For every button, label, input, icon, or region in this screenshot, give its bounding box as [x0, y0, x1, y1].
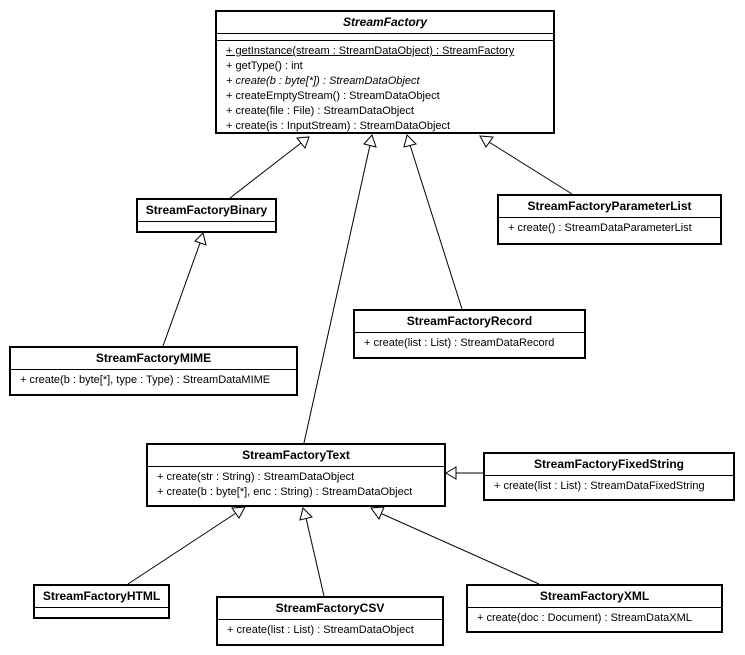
attributes-compartment: [138, 221, 275, 228]
operation: + create(b : byte[*], type : Type) : Str…: [20, 374, 271, 386]
operation: + create() : StreamDataParameterList: [508, 222, 692, 234]
generalization-mime-to-binary: [162, 232, 207, 347]
class-name: StreamFactoryParameterList: [527, 199, 692, 213]
hollow-triangle-arrowhead: [370, 506, 385, 521]
class-name: StreamFactoryFixedString: [533, 457, 685, 471]
attributes-compartment: [217, 33, 553, 40]
attributes-compartment: [35, 607, 168, 614]
generalization-binary-to-streamfactory: [229, 136, 310, 199]
hollow-triangle-arrowhead: [363, 134, 377, 148]
class-streamfactorycsv[interactable]: StreamFactoryCSV + create(list : List) :…: [216, 596, 444, 646]
operation: + create(list : List) : StreamDataRecord: [364, 337, 555, 349]
class-name: StreamFactoryMIME: [95, 351, 212, 365]
hollow-triangle-arrowhead: [296, 136, 310, 150]
operations-compartment: + create(b : byte[*], type : Type) : Str…: [11, 369, 296, 392]
operations-compartment: + create(doc : Document) : StreamDataXML: [468, 607, 721, 630]
generalization-fixedstring-to-text: [445, 466, 483, 480]
operations-compartment: + create(list : List) : StreamDataRecord: [355, 332, 584, 355]
operation: + create(str : String) : StreamDataObjec…: [157, 471, 355, 483]
class-streamfactorybinary[interactable]: StreamFactoryBinary: [136, 198, 277, 233]
class-streamfactoryfixedstring[interactable]: StreamFactoryFixedString + create(list :…: [483, 452, 735, 501]
generalization-csv-to-text: [299, 507, 325, 597]
operations-compartment: + create() : StreamDataParameterList: [499, 217, 720, 240]
operations-compartment: + create(list : List) : StreamDataObject: [218, 619, 442, 642]
class-streamfactoryxml[interactable]: StreamFactoryXML + create(doc : Document…: [466, 584, 723, 633]
generalization-record-to-streamfactory: [403, 134, 463, 310]
hollow-triangle-arrowhead: [299, 507, 313, 521]
class-name: StreamFactoryHTML: [42, 589, 161, 603]
class-name: StreamFactoryCSV: [275, 601, 385, 615]
operation: + create(b : byte[*], enc : String) : St…: [157, 486, 413, 498]
operation: + createEmptyStream() : StreamDataObject: [226, 90, 440, 102]
class-streamfactoryhtml[interactable]: StreamFactoryHTML: [33, 584, 170, 619]
class-streamfactorymime[interactable]: StreamFactoryMIME + create(b : byte[*], …: [9, 346, 298, 396]
class-streamfactoryrecord[interactable]: StreamFactoryRecord + create(list : List…: [353, 309, 586, 359]
hollow-triangle-arrowhead: [194, 232, 207, 246]
hollow-triangle-arrowhead: [445, 466, 457, 480]
operations-compartment: + create(str : String) : StreamDataObjec…: [148, 466, 444, 504]
operation: + getType() : int: [226, 60, 303, 72]
operation: + create(is : InputStream) : StreamDataO…: [226, 120, 451, 132]
hollow-triangle-arrowhead: [231, 506, 246, 519]
class-name: StreamFactory: [342, 15, 428, 29]
class-streamfactorytext[interactable]: StreamFactoryText + create(str : String)…: [146, 443, 446, 507]
hollow-triangle-arrowhead: [479, 135, 494, 148]
generalization-html-to-text: [127, 506, 246, 585]
operation: + create(b : byte[*]) : StreamDataObject: [226, 75, 420, 87]
hollow-triangle-arrowhead: [403, 134, 417, 148]
generalization-parameterlist-to-streamfactory: [479, 135, 573, 195]
operation: + getInstance(stream : StreamDataObject)…: [226, 45, 515, 57]
class-name: StreamFactoryRecord: [406, 314, 533, 328]
operations-compartment: + create(list : List) : StreamDataFixedS…: [485, 475, 733, 498]
operation: + create(file : File) : StreamDataObject: [226, 105, 414, 117]
class-name: StreamFactoryText: [242, 448, 350, 462]
class-streamfactory[interactable]: StreamFactory + getInstance(stream : Str…: [215, 10, 555, 134]
generalization-xml-to-text: [370, 506, 540, 585]
operation: + create(list : List) : StreamDataFixedS…: [494, 480, 705, 492]
operation: + create(doc : Document) : StreamDataXML: [477, 612, 692, 624]
generalization-text-to-streamfactory: [303, 134, 377, 444]
operations-compartment: + getInstance(stream : StreamDataObject)…: [217, 40, 553, 138]
operation: + create(list : List) : StreamDataObject: [227, 624, 414, 636]
class-name: StreamFactoryBinary: [145, 203, 268, 217]
class-name: StreamFactoryXML: [539, 589, 650, 603]
class-streamfactoryparameterlist[interactable]: StreamFactoryParameterList + create() : …: [497, 194, 722, 245]
